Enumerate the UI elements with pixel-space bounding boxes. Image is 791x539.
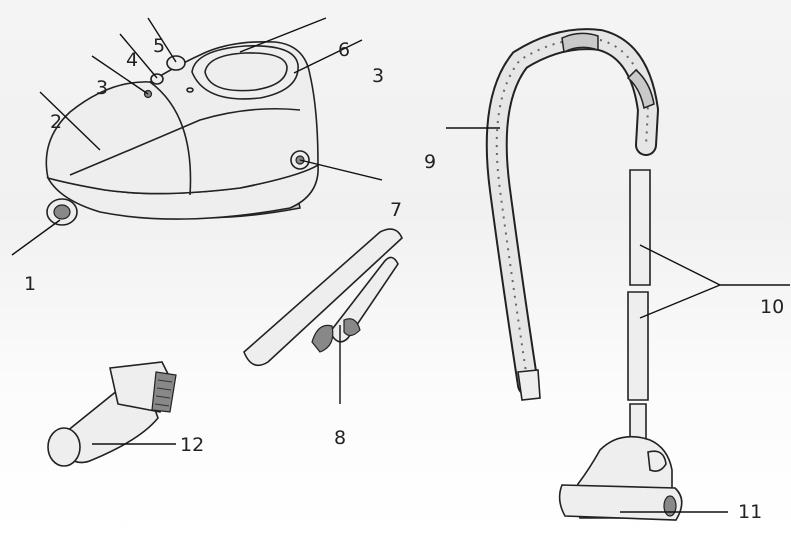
hose	[485, 28, 660, 401]
callout-8: 8	[334, 427, 346, 449]
callout-4: 4	[126, 49, 138, 71]
leader-lines	[11, 17, 790, 513]
callout-6: 6	[338, 39, 350, 61]
callout-9: 9	[424, 151, 436, 173]
callout-5: 5	[153, 35, 165, 57]
crevice-tool	[243, 228, 403, 367]
callout-3-left: 3	[96, 77, 108, 99]
callout-1: 1	[24, 273, 36, 295]
callout-12: 12	[180, 434, 204, 456]
brush-nozzle	[47, 361, 177, 467]
callout-3-right: 3	[372, 65, 384, 87]
callout-2: 2	[50, 111, 62, 133]
callout-11: 11	[738, 501, 762, 523]
callout-7: 7	[390, 199, 402, 221]
floor-nozzle	[558, 403, 683, 521]
extension-tubes	[627, 169, 651, 401]
callout-numbers: 1 2 3 3 4 5 6 7 8 9 10 11 12	[24, 35, 784, 523]
callout-10: 10	[760, 296, 784, 318]
vacuum-body	[45, 40, 319, 226]
